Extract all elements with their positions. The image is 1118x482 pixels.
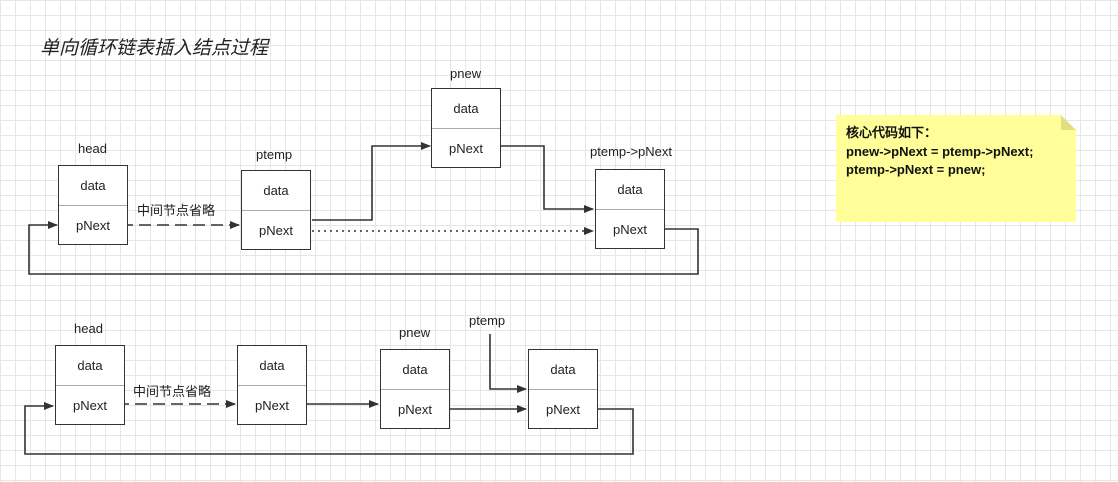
note-line-1: pnew->pNext = ptemp->pNext; [846,144,1034,159]
arrow-ptemp-to-pnew [312,142,431,221]
node-data-field: data [59,166,127,206]
ptemp-next-label-top: ptemp->pNext [590,144,673,159]
omitted-label-bottom: 中间节点省略 [133,385,212,400]
node-pnew-bottom: data pNext [380,349,450,429]
head-label-bottom: head [74,321,103,336]
arrow-ptemp-pointer [489,334,527,393]
ptemp-label-top: ptemp [256,147,293,162]
node-pnew-top: data pNext [431,88,501,168]
node-ptemp-bottom: data pNext [528,349,598,429]
code-note: 核心代码如下： pnew->pNext = ptemp->pNext; ptem… [836,115,1076,222]
node-next-field: pNext [449,141,483,156]
node-next-field: pNext [73,398,107,413]
note-fold-corner [1061,115,1076,130]
node-head-bottom: data pNext [55,345,125,425]
node-data-field: data [381,350,449,390]
node-next-field: pNext [259,223,293,238]
arrow-loop-top [28,221,699,275]
pnew-label-top: pnew [450,66,482,81]
node-head-top: data pNext [58,165,128,245]
node-data-field: data [529,350,597,390]
node-ptemp-top: data pNext [241,170,311,250]
pnew-label-bottom: pnew [399,325,431,340]
node-middle-bottom: data pNext [237,345,307,425]
node-data-field: data [56,346,124,386]
node-next-field: pNext [398,402,432,417]
arrow-loop-bottom [24,402,634,455]
node-next-field: pNext [613,222,647,237]
note-heading: 核心代码如下： [846,126,938,141]
head-label-top: head [78,141,107,156]
node-data-field: data [432,89,500,129]
node-data-field: data [242,171,310,211]
note-line-2: ptemp->pNext = pnew; [846,162,986,177]
arrow-pnew-to-ptempnext [492,145,594,213]
ptemp-label-bottom: ptemp [469,313,506,328]
node-next-field: pNext [546,402,580,417]
page-title: 单向循环链表插入结点过程 [40,37,269,59]
node-data-field: data [238,346,306,386]
node-data-field: data [596,170,664,210]
node-ptemp-next-top: data pNext [595,169,665,249]
node-next-field: pNext [76,218,110,233]
omitted-label-top: 中间节点省略 [137,204,216,219]
node-next-field: pNext [255,398,289,413]
